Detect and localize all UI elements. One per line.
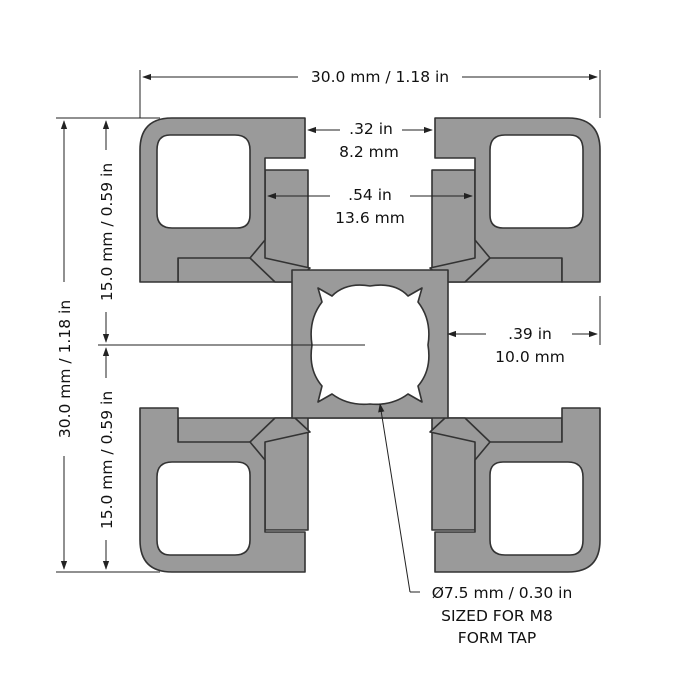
extrusion-profile [139,117,601,573]
slot-opening-in-label: .32 in [349,120,393,138]
corner-hole-top-left [156,134,251,229]
dimensions: 30.0 mm / 1.18 in .32 in 8.2 mm .54 in 1… [56,68,601,593]
corner-hole-top-right [489,134,584,229]
slot-inner-in-label: .54 in [348,186,392,204]
slot-depth-mm-label: 10.0 mm [495,348,565,366]
slot-opening-mm-label: 8.2 mm [339,143,399,161]
center-bore [310,284,430,406]
web-bottom-left [249,417,311,463]
bore-sized-for-label: SIZED FOR M8 [441,607,553,625]
upper-half-height-label: 15.0 mm / 0.59 in [98,163,116,301]
bore-tap-label: FORM TAP [458,629,536,647]
overall-width-label: 30.0 mm / 1.18 in [311,68,449,86]
overall-height-label: 30.0 mm / 1.18 in [56,300,74,438]
web-bottom-right [429,417,491,463]
slot-depth-in-label: .39 in [508,325,552,343]
slot-inner-mm-label: 13.6 mm [335,209,405,227]
bore-callout: Ø7.5 mm / 0.30 in SIZED FOR M8 FORM TAP [432,584,573,647]
corner-hole-bottom-left [156,461,251,556]
corner-hole-bottom-right [489,461,584,556]
bore-leader-line [378,403,411,593]
lower-half-height-label: 15.0 mm / 0.59 in [98,391,116,529]
bore-diameter-label: Ø7.5 mm / 0.30 in [432,584,573,602]
